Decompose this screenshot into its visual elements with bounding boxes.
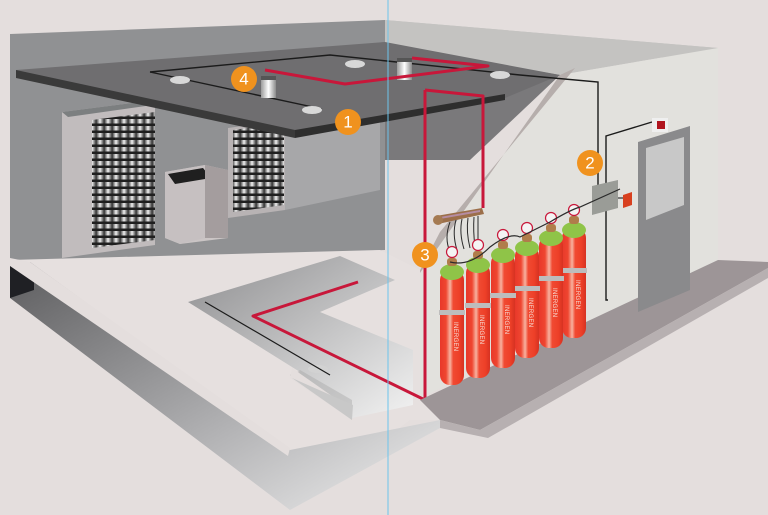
cylinder-valve xyxy=(522,234,532,242)
cylinder-strap xyxy=(538,276,564,281)
floor-cabinet xyxy=(165,165,228,244)
cylinder-label: INERGEN xyxy=(478,315,484,344)
cylinder-shoulder xyxy=(562,222,586,238)
callout-4-label: 4 xyxy=(239,70,248,89)
cylinder-bank: INERGEN INERGEN INERGEN INERGEN INERGEN INERG… xyxy=(439,203,587,385)
callout-1[interactable]: 1 xyxy=(335,109,361,135)
smoke-detector xyxy=(490,71,510,79)
smoke-detector xyxy=(345,60,365,68)
pressure-gauge-icon xyxy=(471,238,485,252)
manifold xyxy=(433,208,484,253)
server-rack-left xyxy=(62,100,160,258)
release-button xyxy=(623,192,632,208)
cylinder-strap xyxy=(465,303,491,308)
cylinder-room-floor xyxy=(420,260,768,438)
pressure-gauge-icon xyxy=(445,245,459,259)
pressure-gauge-icon xyxy=(567,203,581,217)
gas-cylinder: INERGEN xyxy=(561,203,587,338)
cylinder-body xyxy=(491,253,515,368)
cylinder-body xyxy=(466,263,490,378)
gas-cylinder: INERGEN xyxy=(465,238,491,378)
cylinder-shoulder xyxy=(515,240,539,256)
cylinder-body xyxy=(562,228,586,338)
cylinder-label: INERGEN xyxy=(551,288,557,317)
discharge-nozzle xyxy=(397,58,412,80)
cylinder-valve xyxy=(473,251,483,259)
smoke-detector xyxy=(170,76,190,84)
discharge-nozzle xyxy=(261,76,276,98)
cylinder-label: INERGEN xyxy=(574,280,580,309)
cylinder-shoulder xyxy=(539,230,563,246)
server-rack-right xyxy=(228,120,285,218)
cylinder-label: INERGEN xyxy=(527,298,533,327)
cylinder-shoulder xyxy=(440,264,464,280)
cylinder-valve xyxy=(546,224,556,232)
gas-cylinder: INERGEN xyxy=(538,211,564,348)
cylinder-strap xyxy=(490,293,516,298)
ceiling-detectors xyxy=(170,60,510,114)
cylinder-valve xyxy=(569,216,579,224)
pilot-hose xyxy=(449,188,621,264)
callout-3[interactable]: 3 xyxy=(412,242,438,268)
callout-1-label: 1 xyxy=(343,113,352,132)
cylinder-strap xyxy=(561,268,587,273)
cylinder-valve xyxy=(498,241,508,249)
cylinder-shoulder xyxy=(466,257,490,273)
gas-cylinder: INERGEN xyxy=(439,245,465,385)
floor-cavity xyxy=(188,256,413,420)
discharge-nozzles xyxy=(261,58,412,98)
cylinder-body xyxy=(440,270,464,385)
callout-2-label: 2 xyxy=(585,154,594,173)
cylinder-body xyxy=(515,246,539,358)
cylinder-body xyxy=(539,236,563,348)
control-panel xyxy=(592,180,632,215)
cylinder-label: INERGEN xyxy=(503,305,509,334)
cylinder-strap xyxy=(439,310,465,315)
cylinder-label: INERGEN xyxy=(452,322,458,351)
callout-2[interactable]: 2 xyxy=(577,150,603,176)
room-door xyxy=(638,118,690,312)
gas-cylinder: INERGEN xyxy=(514,221,540,358)
gas-cylinder: INERGEN xyxy=(490,228,516,368)
cylinder-shoulder xyxy=(491,247,515,263)
callout-3-label: 3 xyxy=(420,246,429,265)
cylinder-strap xyxy=(514,286,540,291)
raised-floor-channel xyxy=(10,258,440,510)
callout-4[interactable]: 4 xyxy=(231,66,257,92)
smoke-detector xyxy=(302,106,322,114)
